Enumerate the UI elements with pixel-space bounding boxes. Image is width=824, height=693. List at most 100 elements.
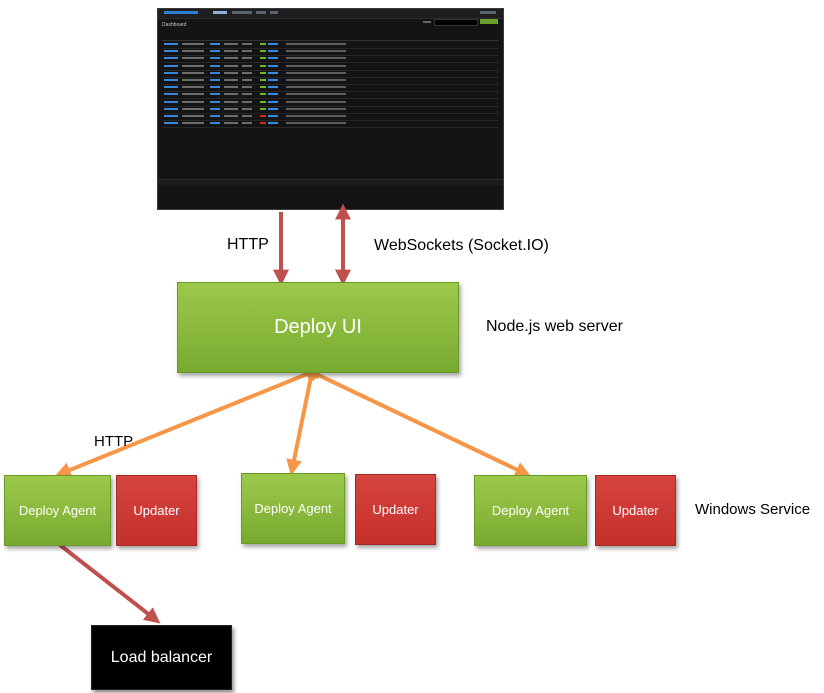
dashboard-table-cell [286,64,346,67]
dashboard-table-cell [242,115,252,117]
dashboard-table-cell [268,43,278,45]
dashboard-title: Dashboard [162,22,187,28]
dashboard-brand-logo [164,11,198,14]
dashboard-table-cell [182,71,204,74]
dashboard-table-cell [210,122,220,125]
dashboard-table-cell [164,64,178,67]
dashboard-table-cell [210,64,220,67]
dashboard-table-cell [164,107,178,110]
dashboard-table-row [162,41,499,49]
arrow-ui-agent-2 [286,361,319,476]
dashboard-table-cell [164,43,178,45]
dashboard-table-cell [286,71,346,74]
arrow-agent-loadbalancer [58,543,161,624]
dashboard-table-cell [286,100,346,103]
dashboard-table-cell [210,43,220,45]
dashboard-table-cell [260,86,266,89]
dashboard-table-cell [268,79,278,81]
dashboard-table-cell [224,64,238,67]
dashboard-table-cell [224,107,238,110]
dashboard-table-cell [224,115,238,117]
dashboard-table-cell [164,122,178,125]
dashboard-table-cell [268,57,278,60]
dashboard-table-cell [286,107,346,110]
dashboard-table-cell [224,93,238,96]
dashboard-table-cell [210,93,220,96]
dashboard-table-cell [260,115,266,117]
deploy-agent-box-3: Deploy Agent [474,475,587,546]
dashboard-table-cell [242,57,252,60]
load-balancer-box: Load balancer [91,625,232,690]
label-websockets: WebSockets (Socket.IO) [374,237,549,254]
dashboard-table-cell [224,86,238,89]
dashboard-table-cell [224,43,238,45]
dashboard-table-cell [210,86,220,89]
dashboard-footer [158,179,503,186]
dashboard-table-cell [210,50,220,53]
dashboard-table-cell [182,93,204,96]
dashboard-table-cell [182,115,204,117]
dashboard-table-cell [182,100,204,103]
dashboard-table-cell [224,71,238,74]
dashboard-table-cell [268,115,278,117]
deploy-agent-box-1: Deploy Agent [4,475,111,546]
dashboard-table-row [162,113,499,121]
dashboard-table-cell [242,86,252,89]
dashboard-table-cell [164,115,178,117]
dashboard-table-cell [268,71,278,74]
dashboard-table-cell [242,100,252,103]
dashboard-table-cell [182,64,204,67]
dashboard-table-cell [182,122,204,125]
label-http-top: HTTP [227,236,269,253]
dashboard-action-button [480,19,498,24]
dashboard-table-cell [242,43,252,45]
dashboard-table-cell [164,79,178,81]
dashboard-table-cell [210,100,220,103]
dashboard-table-cell [210,57,220,60]
dashboard-table-cell [224,79,238,81]
dashboard-nav-item [270,11,278,14]
dashboard-table-cell [182,43,204,45]
dashboard-table-cell [286,93,346,96]
dashboard-table-cell [286,122,346,125]
dashboard-nav-item [256,11,266,14]
dashboard-table-cell [260,93,266,96]
dashboard-table-cell [224,50,238,53]
arrow-ui-agent-3 [302,367,532,477]
dashboard-table-cell [182,79,204,81]
label-node-server: Node.js web server [486,318,623,335]
dashboard-filter-input [434,19,478,26]
dashboard-table-cell [286,86,346,89]
dashboard-table-cell [182,57,204,60]
dashboard-table-cell [260,50,266,53]
dashboard-table-cell [224,100,238,103]
label-http-left: HTTP [94,433,134,450]
dashboard-table-cell [242,64,252,67]
dashboard-table-row [162,77,499,85]
deploy-ui-box: Deploy UI [177,282,459,373]
dashboard-table-cell [268,107,278,110]
dashboard-table-cell [286,115,346,117]
updater-box-1: Updater [116,475,197,546]
dashboard-table-cell [286,50,346,53]
dashboard-nav-item [232,11,252,14]
dashboard-table-cell [242,93,252,96]
dashboard-table-row [162,91,499,100]
dashboard-table-cell [286,43,346,45]
dashboard-table-row [162,120,499,129]
dashboard-table-row [162,99,499,107]
dashboard-table-row [162,70,499,78]
dashboard-table-cell [260,64,266,67]
updater-box-2: Updater [355,474,436,545]
dashboard-table-cell [224,122,238,125]
dashboard-table-cell [182,107,204,110]
dashboard-table-cell [224,57,238,60]
dashboard-table-cell [260,43,266,45]
label-windows-service: Windows Service [695,501,811,518]
dashboard-table-cell [260,100,266,103]
dashboard-table-cell [164,50,178,53]
dashboard-table-header [162,34,499,41]
dashboard-table-row [162,84,499,93]
dashboard-table-cell [242,107,252,110]
